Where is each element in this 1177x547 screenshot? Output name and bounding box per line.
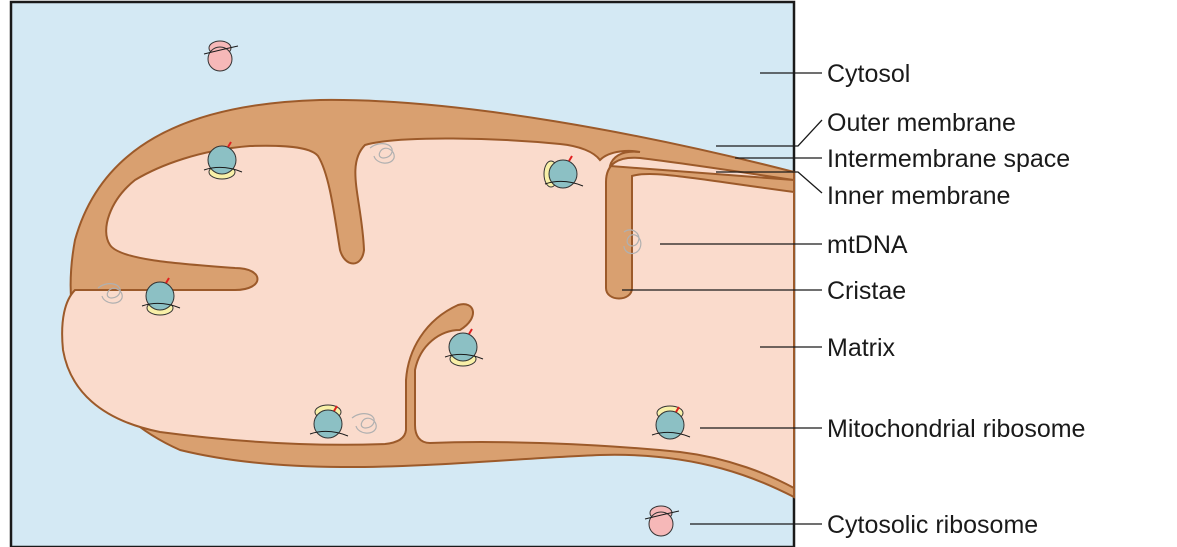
- label-mitochondrial-ribosome: Mitochondrial ribosome: [827, 415, 1085, 443]
- label-cristae: Cristae: [827, 277, 906, 305]
- label-matrix: Matrix: [827, 334, 896, 362]
- label-outer-membrane: Outer membrane: [827, 109, 1016, 137]
- label-cytosol: Cytosol: [827, 60, 910, 88]
- label-inner-membrane: Inner membrane: [827, 182, 1010, 210]
- label-cytosolic-ribosome: Cytosolic ribosome: [827, 511, 1038, 539]
- label-mtdna: mtDNA: [827, 231, 908, 259]
- labels: Cytosol Outer membrane Intermembrane spa…: [827, 60, 1085, 539]
- label-intermembrane-space: Intermembrane space: [827, 145, 1070, 173]
